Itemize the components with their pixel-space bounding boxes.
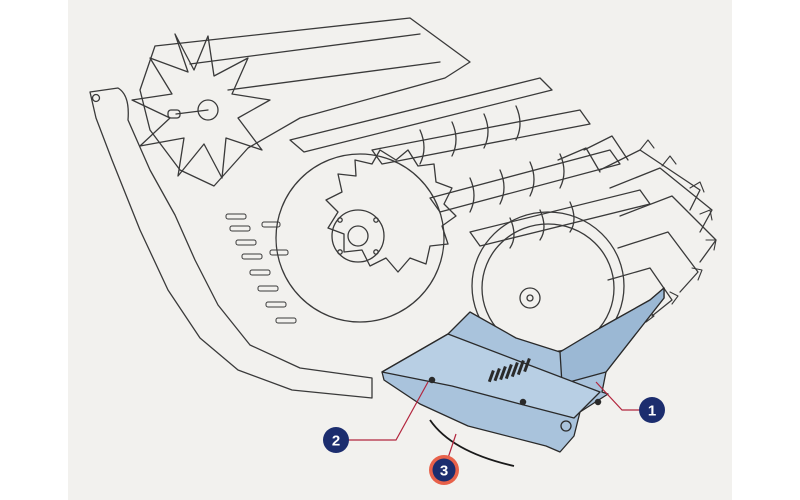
highlighted-guard-plate xyxy=(381,287,665,453)
paper-background xyxy=(68,0,732,500)
ground-clearance-arc xyxy=(429,419,515,467)
guard-vent-slots xyxy=(487,358,531,383)
callout-3-label: 3 xyxy=(440,463,448,480)
callout-1-label: 1 xyxy=(648,403,656,420)
callout-2: 2 xyxy=(323,427,349,453)
star-paddle-wheel xyxy=(131,33,271,179)
spiked-drum xyxy=(471,135,717,361)
drive-sprocket xyxy=(275,149,457,323)
callout-1: 1 xyxy=(639,397,665,423)
side-frame xyxy=(89,87,373,399)
drum-spikes xyxy=(639,139,717,323)
grille-slots xyxy=(225,213,297,324)
callout-3: 3 xyxy=(429,455,459,485)
callout-2-label: 2 xyxy=(332,433,340,450)
leader-lines xyxy=(348,381,640,459)
auger-trough xyxy=(139,17,471,187)
reel-slats xyxy=(289,77,651,247)
